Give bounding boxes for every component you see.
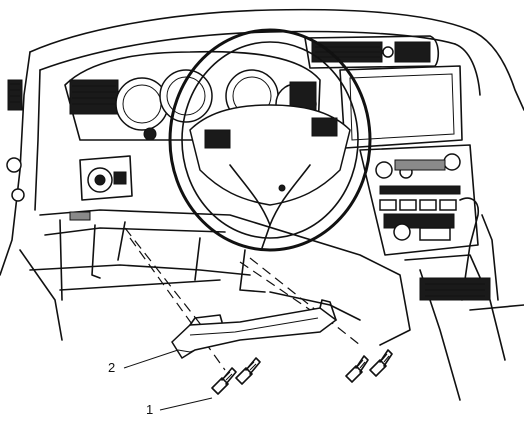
bolt-2 <box>235 357 261 385</box>
gear-shifter <box>404 197 524 401</box>
steering-wheel <box>168 28 372 252</box>
knee-bracket <box>171 299 338 360</box>
light-switch <box>79 155 133 201</box>
callout-label-2: 2 <box>108 360 115 375</box>
alignment-guides <box>124 227 361 371</box>
bolt-3 <box>345 355 369 383</box>
center-vent <box>304 35 440 69</box>
center-display <box>339 65 463 149</box>
callout-leaders <box>123 349 213 411</box>
bolts <box>211 349 393 395</box>
bolt-1 <box>211 367 237 395</box>
left-vent <box>6 79 25 202</box>
bolt-4 <box>369 349 393 377</box>
center-console <box>359 144 479 256</box>
callout-label-1: 1 <box>146 402 153 417</box>
lower-dash-trim <box>19 209 411 346</box>
